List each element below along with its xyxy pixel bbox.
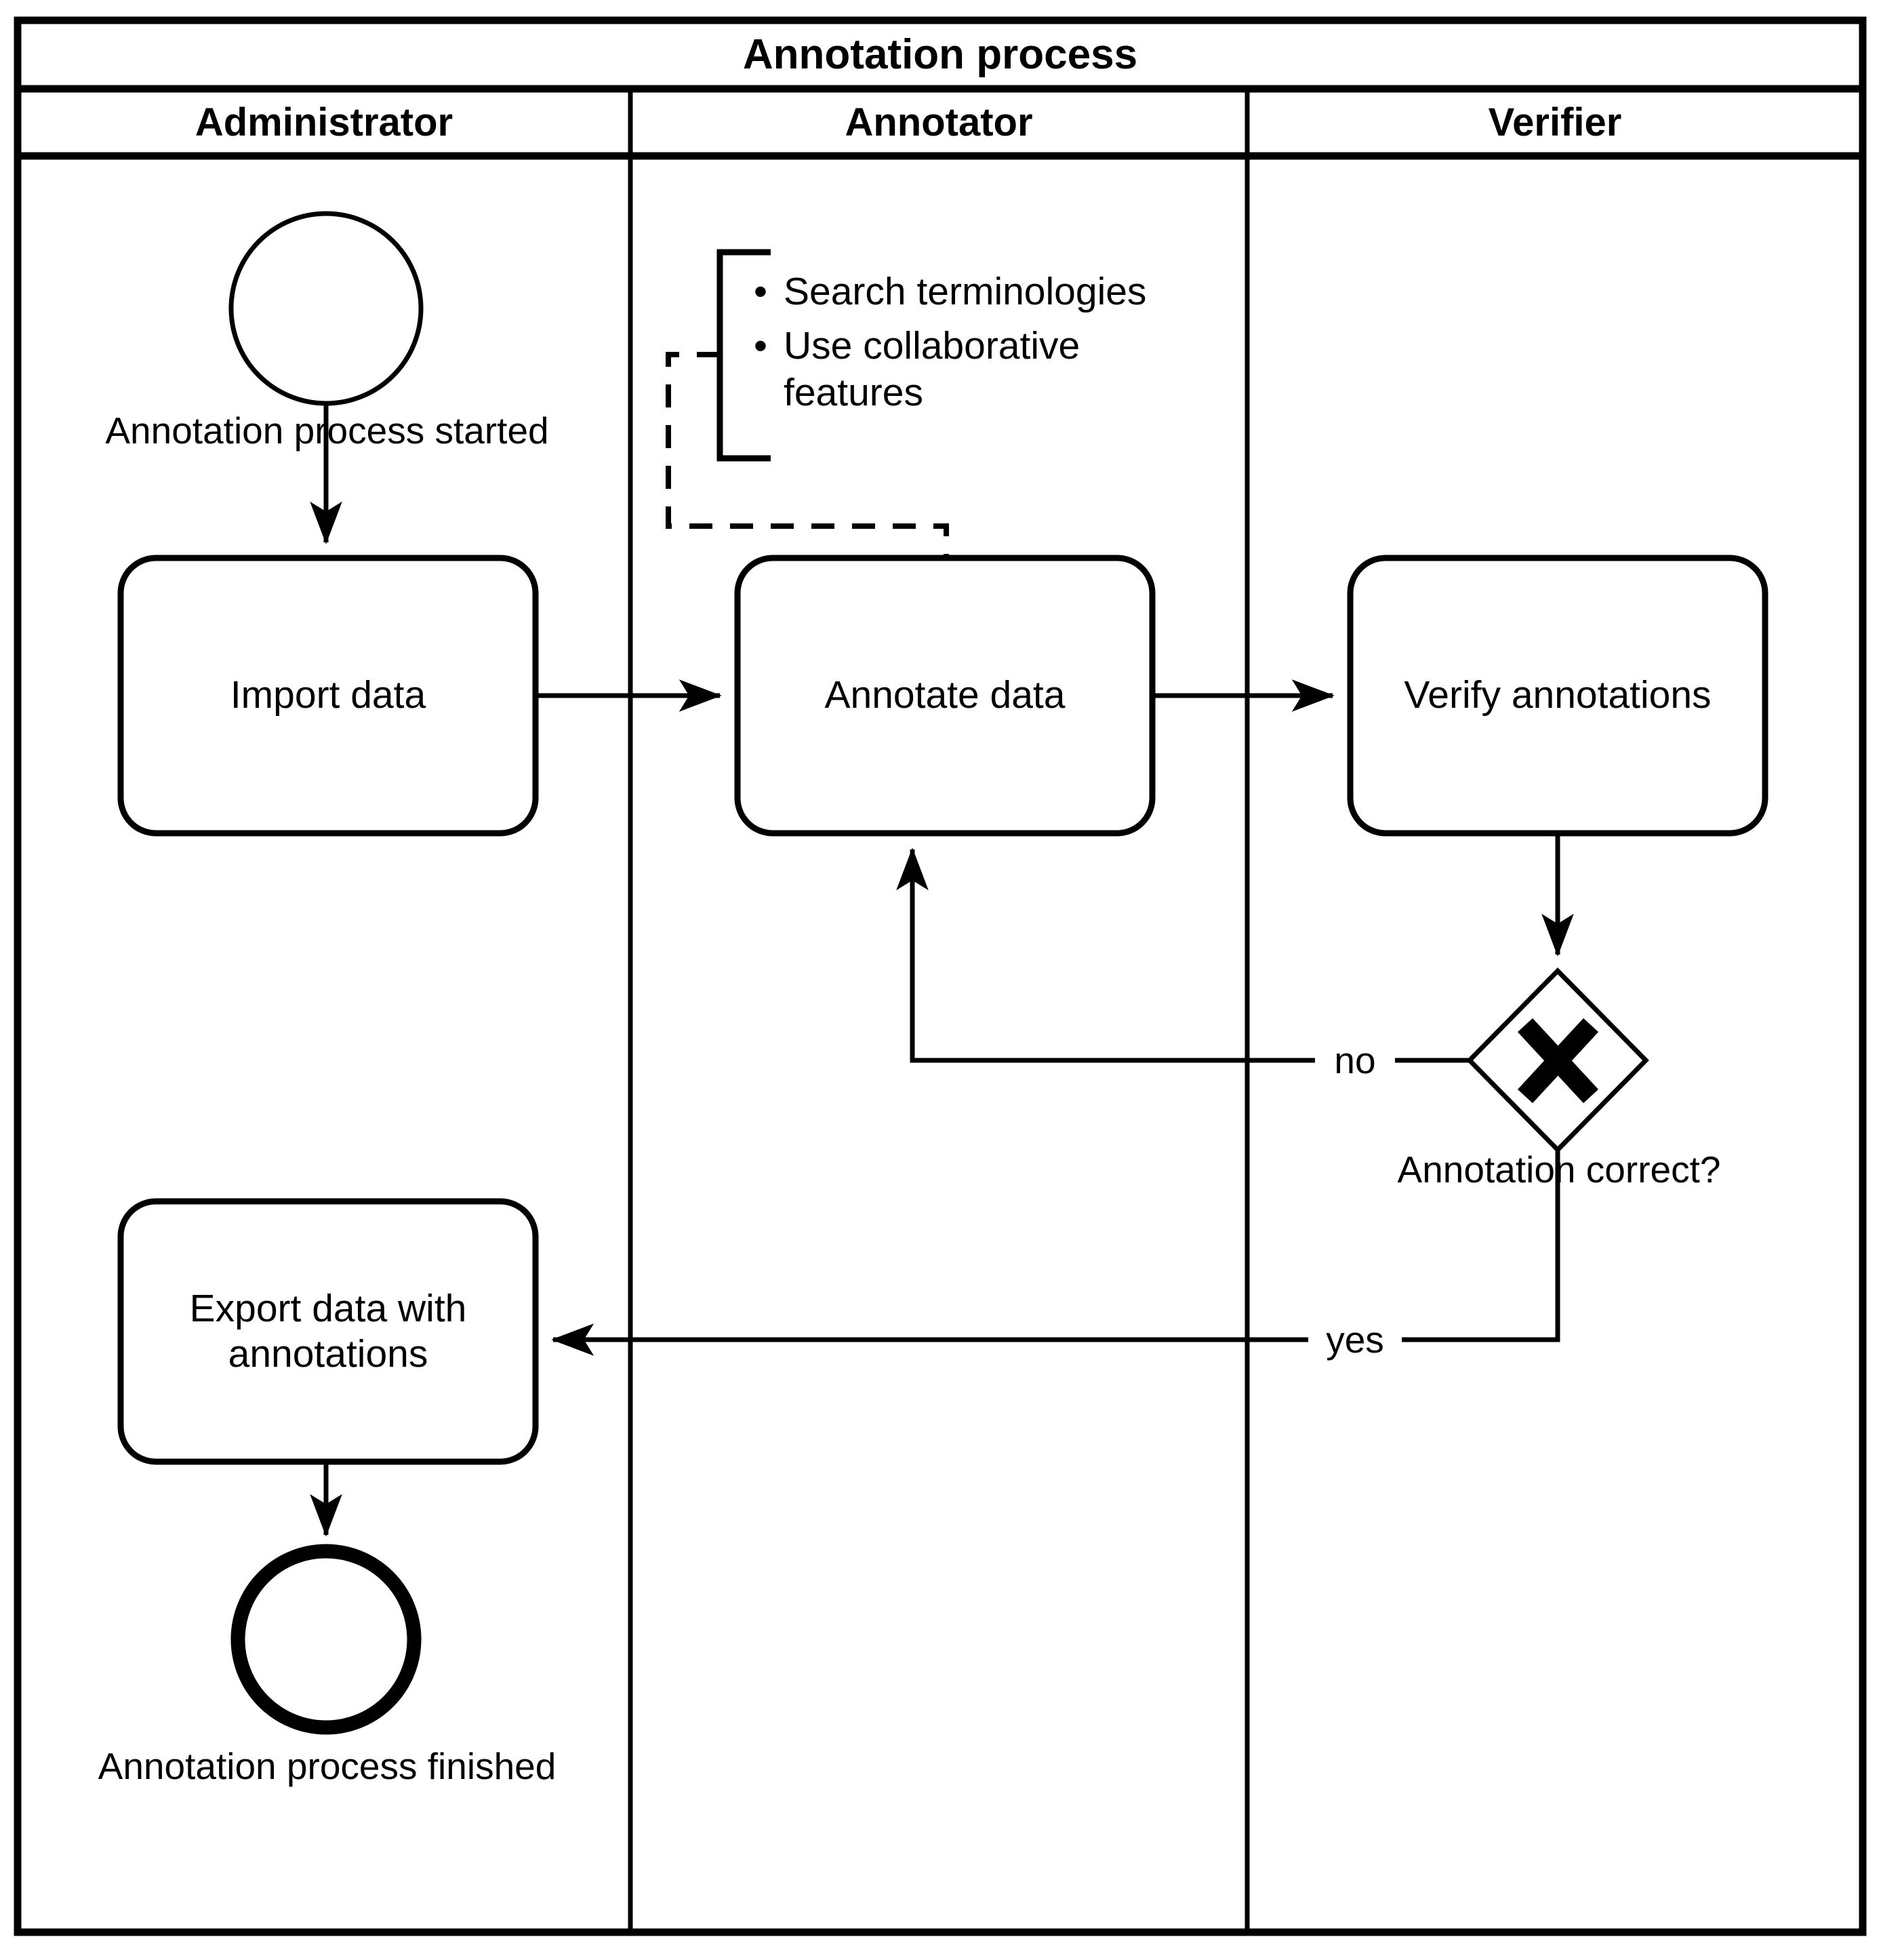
start-event-label: Annotation process started <box>105 409 549 452</box>
flow-gateway-no-to-annotate <box>896 847 1470 1063</box>
flow-gateway-yes-to-export <box>551 1150 1560 1356</box>
exclusive-gateway-shape[interactable] <box>1466 967 1649 1153</box>
task-annotate-data-label: Annotate data <box>824 673 1066 717</box>
task-export-data-line1: Export data with <box>189 1286 467 1330</box>
annotation-association-dashed <box>666 352 949 558</box>
gateway-x-marker <box>1517 1018 1599 1104</box>
annotation-text-list: • Search terminologies • Use collaborati… <box>751 268 1219 424</box>
end-event-shape[interactable] <box>230 1544 422 1735</box>
lane-separators <box>628 89 1250 1932</box>
annotation-item: • Use collaborative features <box>751 323 1219 417</box>
flow-label-yes: yes <box>1308 1315 1402 1365</box>
annotation-item-text: Use collaborative features <box>784 323 1080 415</box>
annotation-item-text: Search terminologies <box>784 270 1147 313</box>
bullet-icon: • <box>754 270 767 313</box>
task-import-data-label: Import data <box>230 673 426 717</box>
annotation-item: • Search terminologies <box>751 268 1219 316</box>
gateway-label: Annotation correct? <box>1397 1148 1721 1191</box>
start-event-shape[interactable] <box>228 211 424 406</box>
flow-label-no: no <box>1315 1035 1395 1085</box>
end-event-label: Annotation process finished <box>98 1745 557 1787</box>
task-export-data-label: Export data with annotations <box>121 1201 535 1462</box>
bullet-icon: • <box>754 323 767 367</box>
task-export-data-line2: annotations <box>228 1332 428 1376</box>
task-verify-annotations-label: Verify annotations <box>1404 673 1712 717</box>
